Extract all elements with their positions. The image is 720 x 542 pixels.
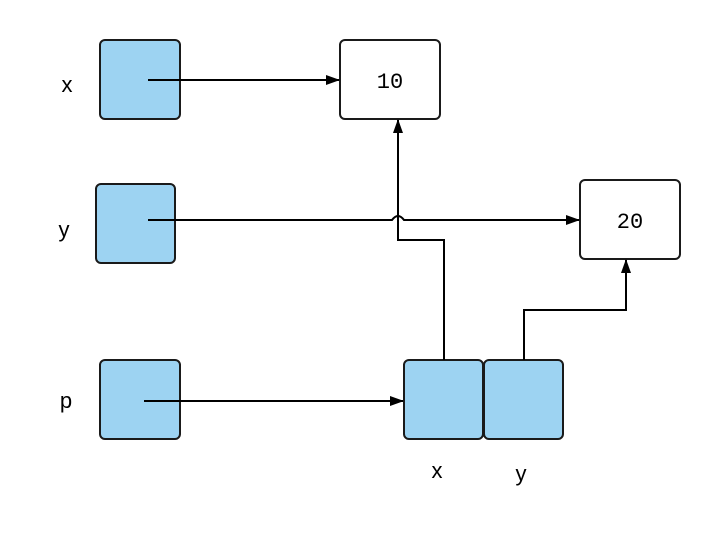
variable-box-y: [95, 183, 176, 264]
variable-label-x: x: [62, 72, 73, 97]
struct-field-label-x: x: [432, 458, 443, 483]
variable-label-y: y: [59, 217, 70, 242]
struct-field-box-y: [483, 359, 564, 440]
arrow-struct-x-to-10: [393, 119, 445, 360]
variable-label-p: p: [60, 388, 72, 413]
struct-field-label-y: y: [516, 461, 527, 486]
value-text-20: 20: [617, 210, 643, 235]
variable-box-p: [99, 359, 181, 440]
arrow-y-to-20: [148, 215, 580, 225]
arrow-struct-y-to-20: [523, 259, 631, 360]
struct-field-box-x: [403, 359, 484, 440]
value-box-10: [339, 39, 441, 120]
value-text-10: 10: [377, 70, 403, 95]
